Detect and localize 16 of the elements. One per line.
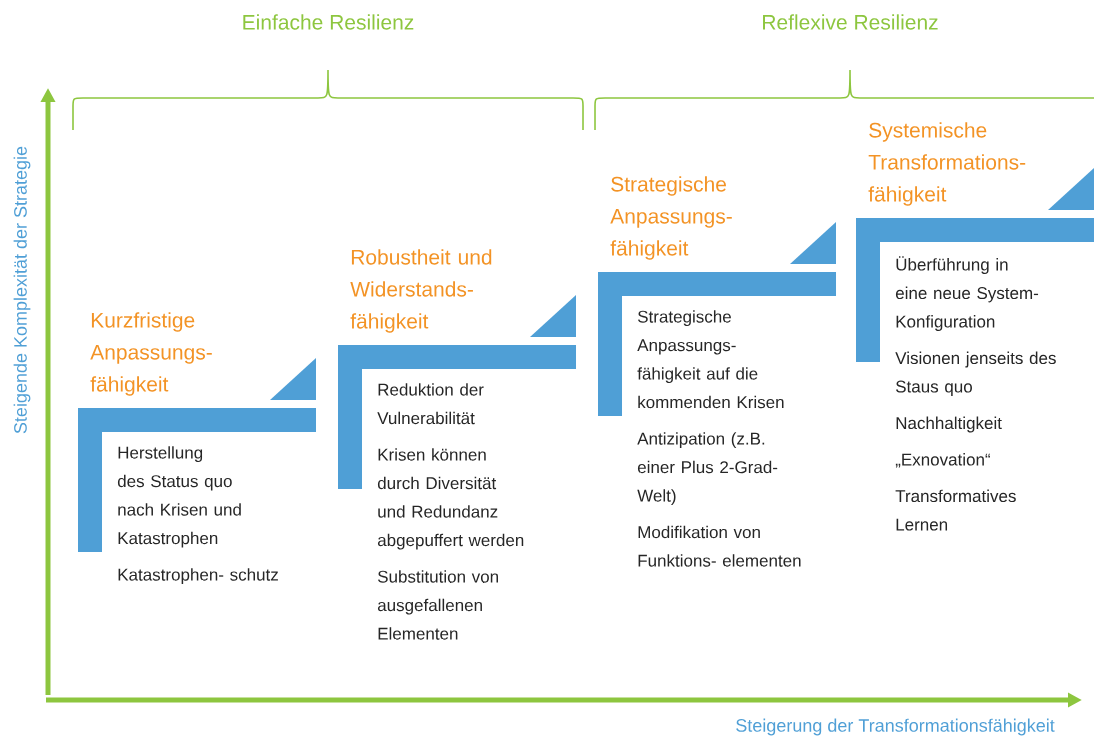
step-description: Antizipation (z.B. einer Plus 2-Grad-Welt) xyxy=(637,432,778,506)
step-heading: Robustheit und Widerstands- fähigkeit xyxy=(350,249,492,333)
step-heading: Systemische Transformations- fähigkeit xyxy=(868,122,1026,206)
step-description: „Exnovation“ xyxy=(895,453,990,468)
step-description: Nachhaltigkeit xyxy=(896,416,1002,433)
group-label: Einfache Resilienz xyxy=(243,14,414,30)
step-description: Katastrophen- schutz xyxy=(118,568,278,585)
step-description: Modifikation von Funktions- elementen xyxy=(638,525,801,567)
step-heading: Kurzfristige Anpassungs- fähigkeit xyxy=(90,312,212,396)
axis-label: Steigerung der Transformationsfähigkeit xyxy=(736,718,1055,736)
step-heading: Strategische Anpassungs- fähigkeit xyxy=(610,176,732,260)
step-description: Substitution von ausgefallenen Elementen xyxy=(377,570,498,640)
axis-label: Steigende Komplexität der Strategie xyxy=(13,146,31,434)
step-description: Visionen jenseits des Staus quo xyxy=(895,351,1056,396)
group-label: Reflexive Resilienz xyxy=(763,14,938,30)
step-description: Transformatives Lernen xyxy=(895,489,1016,531)
